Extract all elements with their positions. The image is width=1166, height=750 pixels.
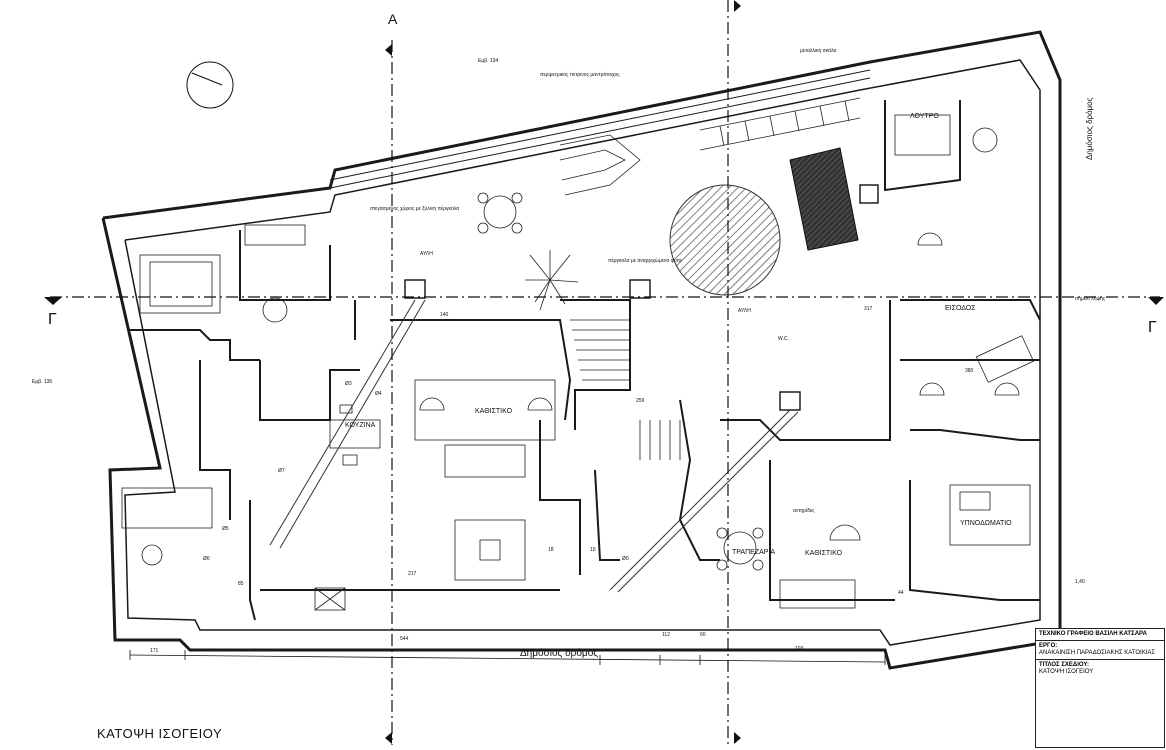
title-block-office: ΤΕΧΝΙΚΟ ΓΡΑΦΕΙΟ ΒΑΣΙΛΗ ΚΑΤΣΑΡΑ — [1036, 629, 1164, 641]
dim-label: 112 — [662, 632, 670, 638]
section-mark-g-right: Γ — [1148, 319, 1157, 336]
dimension-labels: 171 544 112 60 103 217 140 259 18 10 380… — [150, 306, 1085, 654]
dim-label: 380 — [965, 368, 974, 374]
room-label-yard-mid: ΑΥΛΗ — [738, 308, 751, 314]
annotation-curtains: αντηρίδες — [793, 508, 815, 514]
section-mark-g-left: Γ — [48, 311, 57, 328]
annotation-covered-area: στεγασμένος χώρος με ξύλινη πέργκολα — [370, 205, 459, 212]
section-marks: A Γ Γ — [48, 11, 1157, 336]
plan-title: ΚΑΤΟΨΗ ΙΣΟΓΕΙΟΥ — [97, 726, 223, 741]
outer-walls — [101, 30, 1062, 670]
section-lines — [50, 0, 1160, 745]
annotation-stairs-top: μεταλλική σκάλα — [800, 47, 837, 54]
dim-label: 85 — [238, 581, 244, 587]
title-block-drawing: ΤΙΤΛΟΣ ΣΧΕΔΙΟΥ: ΚΑΤΟΨΗ ΙΣΟΓΕΙΟΥ — [1036, 660, 1164, 678]
dim-label: 544 — [400, 636, 409, 642]
dim-label: 1,40 — [1075, 579, 1085, 585]
street-label-right: Δημόσιος δρόμος — [1085, 97, 1094, 160]
room-label-bedroom: ΥΠΝΟΔΩΜΑΤΙΟ — [960, 520, 1012, 527]
title-block-drawing-name: ΚΑΤΟΨΗ ΙΣΟΓΕΙΟΥ — [1039, 669, 1094, 675]
dimension-lines — [129, 650, 886, 665]
section-arrows — [44, 0, 1164, 744]
dim-label: 60 — [700, 632, 706, 638]
section-mark-a: A — [388, 11, 398, 27]
level-label: Ø0 — [622, 556, 629, 562]
annotation-area-left: Εμβ. 136 — [32, 379, 52, 385]
drain-lines — [269, 299, 799, 593]
dim-label: 10 — [590, 547, 596, 553]
level-markers: Ø3 Ø4 Ø5 Ø6 Ø7 Ø0 — [203, 381, 629, 562]
level-label: Ø7 — [278, 468, 285, 474]
title-block-drawing-label: ΤΙΤΛΟΣ ΣΧΕΔΙΟΥ: — [1039, 662, 1089, 668]
room-label-entrance: ΕΙΣΟΔΟΣ — [945, 305, 976, 312]
room-label-dining: ΤΡΑΠΕΖΑΡΙΑ — [732, 549, 775, 556]
room-label-wc: W.C. — [778, 336, 789, 342]
dim-label: 317 — [864, 306, 873, 312]
dim-label: 140 — [440, 312, 449, 318]
room-label-living-right: ΚΑΘΙΣΤΙΚΟ — [805, 550, 843, 557]
hatched-areas — [669, 147, 859, 296]
level-label: Ø6 — [203, 556, 210, 562]
title-block-project: ΕΡΓΟ: ΑΝΑΚΑΙΝΙΣΗ ΠΑΡΑΔΟΣΙΑΚΗΣ ΚΑΤΟΙΚΙΑΣ — [1036, 641, 1164, 660]
annotation-perimeter-wall: περιμετρικός πέτρινος μαντρότοιχος — [540, 71, 620, 78]
dim-label: 171 — [150, 648, 159, 654]
room-label-living-left: ΚΑΘΙΣΤΙΚΟ — [475, 408, 513, 415]
dim-label: 217 — [408, 571, 417, 577]
room-label-yard-left: ΑΥΛΗ — [420, 251, 433, 257]
level-label: Ø3 — [345, 381, 352, 387]
furniture — [121, 97, 1035, 611]
dim-label: 18 — [548, 547, 554, 553]
level-label: Ø4 — [375, 391, 382, 397]
title-block-project-desc: ΑΝΑΚΑΙΝΙΣΗ ΠΑΡΑΔΟΣΙΑΚΗΣ ΚΑΤΟΙΚΙΑΣ — [1039, 650, 1156, 656]
dim-label: 44 — [898, 590, 904, 596]
room-label-bathroom: ΛΟΥΤΡΟ — [910, 113, 939, 120]
street-label-bottom: Δημόσιος δρόμος — [520, 648, 599, 659]
dim-label: 103 — [795, 646, 804, 652]
dim-label: 259 — [636, 398, 645, 404]
room-label-kitchen: ΚΟΥΖΙΝΑ — [345, 422, 376, 429]
north-arrow-icon — [186, 61, 234, 109]
annotation-planting: πέργκολα με αναρριχώμενα φυτά — [608, 257, 682, 264]
title-block: ΤΕΧΝΙΚΟ ΓΡΑΦΕΙΟ ΒΑΣΙΛΗ ΚΑΤΣΑΡΑ ΕΡΓΟ: ΑΝΑ… — [1035, 628, 1165, 748]
tree-icon — [525, 250, 579, 311]
annotation-view-point: σημείο λήψης — [1075, 295, 1106, 302]
level-label: Ø5 — [222, 526, 229, 532]
room-labels: ΚΑΘΙΣΤΙΚΟ ΚΑΘΙΣΤΙΚΟ ΤΡΑΠΕΖΑΡΙΑ ΚΟΥΖΙΝΑ Λ… — [345, 113, 1012, 557]
annotation-area-top: Εμβ. 134 — [478, 58, 498, 64]
title-block-project-label: ΕΡΓΟ: — [1039, 643, 1058, 649]
annotations: Εμβ. 134 Εμβ. 136 περιμετρικός πέτρινος … — [32, 47, 1106, 514]
